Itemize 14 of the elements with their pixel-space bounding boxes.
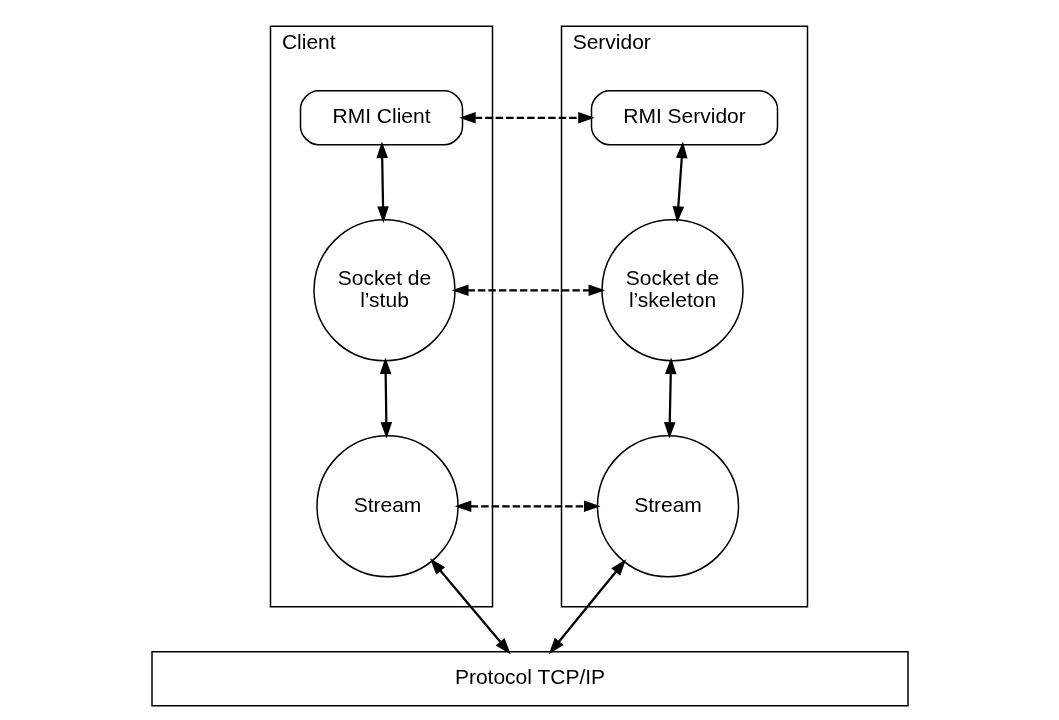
arrow	[672, 141, 688, 223]
node-box: Protocol TCP/IP	[150, 651, 909, 707]
arrow	[663, 357, 677, 439]
node-circle: Socket de l’stub	[312, 219, 456, 362]
node-circle: Socket de l’skeleton	[600, 219, 744, 362]
arrow	[429, 558, 511, 655]
node-box: RMI Client	[299, 90, 463, 146]
arrow	[375, 141, 389, 223]
arrow	[379, 357, 392, 439]
arrow	[548, 559, 626, 655]
arrow	[454, 500, 600, 513]
arrow	[451, 284, 605, 297]
arrow	[458, 111, 595, 124]
node-box: RMI Servidor	[590, 90, 778, 146]
